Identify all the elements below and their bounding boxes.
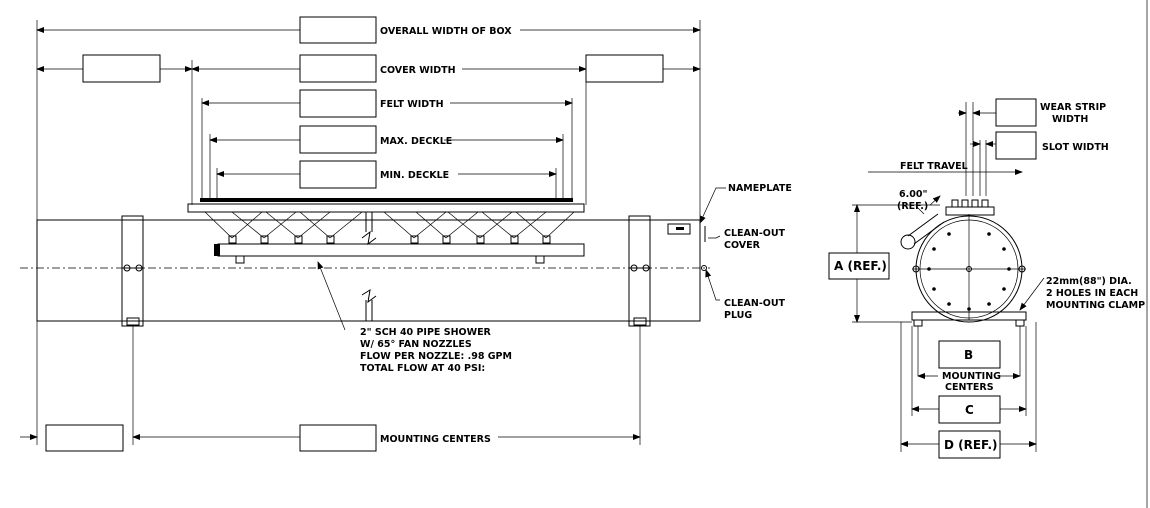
a-ref-label: A (REF.) bbox=[834, 259, 887, 273]
shower-pipe bbox=[217, 243, 585, 257]
front-view: OVERALL WIDTH OF BOX COVER WIDTH FELT WI… bbox=[20, 16, 792, 452]
hole-note-line-1: 22mm(88") DIA. bbox=[1046, 276, 1132, 287]
min-deckle-box bbox=[299, 160, 377, 189]
right-offset-box bbox=[585, 54, 664, 83]
clean-out-plug-label-1: CLEAN-OUT bbox=[724, 298, 786, 309]
mounting-centers-box bbox=[299, 424, 377, 452]
slot-width-box bbox=[995, 131, 1037, 160]
b-label: B bbox=[964, 348, 973, 362]
left-offset-box bbox=[82, 54, 161, 83]
flange-bolts bbox=[927, 232, 1011, 311]
max-deckle-box bbox=[299, 125, 377, 154]
pipe-support-left bbox=[235, 255, 245, 264]
wear-strip-label-1: WEAR STRIP bbox=[1040, 102, 1106, 113]
mounting-centers-side-2: CENTERS bbox=[945, 382, 994, 393]
mounting-base bbox=[911, 311, 1027, 321]
angle-label-1: 6.00" bbox=[899, 189, 927, 200]
shower-note-line-3: FLOW PER NOZZLE: .98 GPM bbox=[360, 351, 512, 362]
mounting-clamp-left bbox=[121, 215, 144, 327]
slot-assembly bbox=[945, 206, 995, 216]
clean-out-plug-leader bbox=[705, 269, 720, 301]
overall-width-box bbox=[299, 16, 377, 44]
shower-note-line-1: 2" SCH 40 PIPE SHOWER bbox=[360, 327, 492, 338]
c-box bbox=[938, 395, 1001, 424]
clean-out-cover-label-1: CLEAN-OUT bbox=[724, 228, 786, 239]
felt-travel-label: FELT TRAVEL bbox=[900, 161, 968, 172]
clean-out-plug-label-2: PLUG bbox=[724, 310, 752, 321]
nameplate-leader bbox=[699, 187, 726, 224]
pipe-support-right bbox=[535, 255, 545, 264]
hole-note-line-3: MOUNTING CLAMP bbox=[1046, 300, 1145, 311]
clean-out-cover-label-2: COVER bbox=[724, 240, 761, 251]
felt-width-box bbox=[299, 89, 377, 118]
slot-width-label: SLOT WIDTH bbox=[1042, 142, 1109, 153]
left-end-offset-box bbox=[45, 424, 124, 452]
d-ref-label: D (REF.) bbox=[944, 438, 998, 452]
a-ref-box bbox=[828, 252, 890, 280]
c-label: C bbox=[965, 403, 974, 417]
hole-note-leader bbox=[1019, 277, 1045, 311]
mounting-clamp-right bbox=[628, 215, 651, 327]
b-box bbox=[938, 340, 1001, 369]
nameplate bbox=[667, 223, 691, 235]
wear-strip-label-2: WIDTH bbox=[1052, 114, 1088, 125]
pipe-end-cap bbox=[214, 244, 220, 256]
spray-pattern bbox=[204, 211, 575, 239]
cover-width-box bbox=[299, 54, 377, 83]
box-body bbox=[36, 219, 701, 322]
break-mark-top bbox=[361, 212, 377, 246]
clean-out-plug bbox=[701, 265, 707, 271]
cover-plate bbox=[187, 203, 585, 213]
side-view: WEAR STRIP WIDTH SLOT WIDTH FELT TRAVEL … bbox=[828, 98, 1145, 459]
mounting-centers-side-1: MOUNTING bbox=[942, 371, 1001, 382]
shower-leader bbox=[317, 261, 346, 331]
break-mark-bottom bbox=[361, 288, 377, 321]
min-deckle-label: MIN. DECKLE bbox=[380, 170, 449, 181]
hole-note-line-2: 2 HOLES IN EACH bbox=[1046, 288, 1138, 299]
d-ref-box bbox=[938, 430, 1001, 459]
nameplate-label: NAMEPLATE bbox=[728, 183, 792, 194]
wear-strip-box bbox=[995, 98, 1037, 127]
mounting-centers-label: MOUNTING CENTERS bbox=[380, 434, 491, 445]
shower-note-line-2: W/ 65° FAN NOZZLES bbox=[360, 339, 472, 350]
angle-label-2: (REF.) bbox=[897, 201, 928, 212]
shower-pipe-end bbox=[900, 234, 916, 250]
overall-width-label: OVERALL WIDTH OF BOX bbox=[380, 26, 512, 37]
nozzles bbox=[228, 235, 551, 244]
cover-width-label: COVER WIDTH bbox=[380, 65, 456, 76]
clean-out-cover-leader bbox=[708, 235, 721, 239]
max-deckle-label: MAX. DECKLE bbox=[380, 136, 452, 147]
shower-note-line-4: TOTAL FLOW AT 40 PSI: bbox=[360, 363, 485, 374]
felt-width-label: FELT WIDTH bbox=[380, 99, 444, 110]
